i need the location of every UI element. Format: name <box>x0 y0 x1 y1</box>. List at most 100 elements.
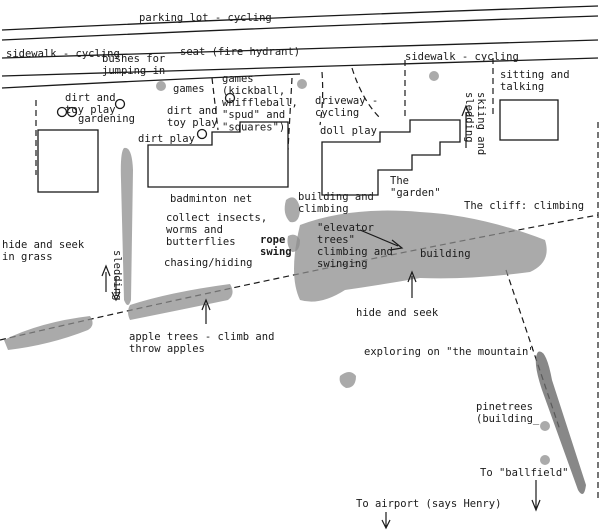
house-right <box>321 119 461 196</box>
labels: parking lot - cycling sidewalk - cycling… <box>2 12 584 510</box>
label-airport: To airport (says Henry) <box>356 498 501 510</box>
parking-lot-edge-1 <box>1 5 599 31</box>
label-hide-seek: hide and seek <box>356 307 439 319</box>
label-line: games <box>222 73 254 85</box>
label-line: "elevator <box>317 222 374 234</box>
cliff-area <box>294 210 547 302</box>
label-line: in grass <box>2 251 53 263</box>
elevator-arrow <box>359 229 404 251</box>
label-sledding: sledding <box>111 250 123 301</box>
airport-arrow <box>381 512 391 530</box>
label-line: dirt play <box>138 133 195 145</box>
label-line: parking lot - cycling <box>139 12 272 24</box>
label-line: skiing and <box>475 92 487 155</box>
label-pinetrees: pinetrees(building_ <box>476 401 540 425</box>
bush-1 <box>156 81 166 91</box>
label-chasing: chasing/hiding <box>164 257 253 269</box>
label-line: (building_ <box>476 413 540 425</box>
bush-3 <box>429 71 439 81</box>
label-line: trees" <box>317 234 355 246</box>
label-exploring: exploring on "the mountain" <box>364 346 535 358</box>
tree-symbol-2 <box>66 106 78 118</box>
rope-tree-1 <box>284 197 300 223</box>
label-building: building <box>420 248 471 260</box>
label-line: collect insects, <box>166 212 267 224</box>
mountain-spot <box>339 372 356 388</box>
label-line: chasing/hiding <box>164 257 253 269</box>
label-games-1: games <box>173 83 205 95</box>
tree-symbol-1 <box>56 106 68 118</box>
label-line: The <box>390 175 409 187</box>
hide-seek-arrow <box>407 270 417 298</box>
bush-5 <box>540 455 550 465</box>
label-gardening: gardening <box>78 113 135 125</box>
label-line: dirt and <box>167 105 218 117</box>
label-line: sitting and <box>500 69 570 81</box>
sidewalk-edge-2 <box>1 57 599 77</box>
label-line: "garden" <box>390 187 441 199</box>
label-line: sledding <box>111 250 123 301</box>
label-line: whiffleball, <box>222 97 298 109</box>
label-line: toy play <box>65 104 116 116</box>
label-line: "spud" and <box>222 109 285 121</box>
property-line-4 <box>319 71 324 126</box>
ballfield-arrow <box>531 480 541 512</box>
house-far-right <box>499 99 559 141</box>
label-line: cycling <box>315 107 359 119</box>
label-ballfield: To "ballfield" <box>480 467 569 479</box>
rope-tree-2 <box>287 234 300 252</box>
label-badminton: badminton net <box>170 193 252 205</box>
label-line: sidewalk - cycling <box>405 51 519 63</box>
property-line-2 <box>211 77 219 131</box>
label-line: climbing and <box>317 246 393 258</box>
label-skiing: skiing andsledding <box>463 92 487 155</box>
label-line: building and <box>298 191 374 203</box>
hide-grass-arrow <box>101 264 111 292</box>
pinetree-row <box>535 351 586 494</box>
label-line: "squares") <box>222 121 285 133</box>
label-line: bushes for <box>102 53 165 65</box>
apple-tree-row <box>128 284 233 320</box>
label-sidewalk-left: sidewalk - cycling <box>6 48 120 60</box>
label-line: To "ballfield" <box>480 467 569 479</box>
property-line-5 <box>351 67 381 119</box>
house-center <box>147 121 289 188</box>
apple-arrow <box>201 298 211 324</box>
label-line: To airport (says Henry) <box>356 498 501 510</box>
label-the-garden: The"garden" <box>390 175 441 199</box>
label-doll-play: doll play <box>320 125 377 137</box>
label-line: jumping in <box>102 65 165 77</box>
label-line: gardening <box>78 113 135 125</box>
label-games-2: games(kickball,whiffleball,"spud" and"sq… <box>222 73 298 133</box>
skiing-arrow <box>461 104 471 148</box>
parking-lot-edge-2 <box>1 15 599 41</box>
tree-symbols <box>56 92 236 140</box>
label-driveway: driveway -cycling <box>315 95 378 119</box>
label-line: worms and <box>166 224 223 236</box>
tree-symbol-4 <box>224 92 236 104</box>
label-line: exploring on "the mountain" <box>364 346 535 358</box>
tree-symbol-5 <box>196 128 208 140</box>
label-line: sidewalk - cycling <box>6 48 120 60</box>
label-line: badminton net <box>170 193 252 205</box>
label-line: swinging <box>317 258 368 270</box>
label-line: talking <box>500 81 544 93</box>
vegetation <box>4 71 586 494</box>
sidewalk-edge-1 <box>1 39 599 59</box>
label-line: seat (fire hydrant) <box>180 46 300 58</box>
label-line: butterflies <box>166 236 236 248</box>
house-left <box>37 129 99 193</box>
label-line: (kickball, <box>222 85 285 97</box>
label-line: doll play <box>320 125 377 137</box>
label-line: driveway - <box>315 95 378 107</box>
